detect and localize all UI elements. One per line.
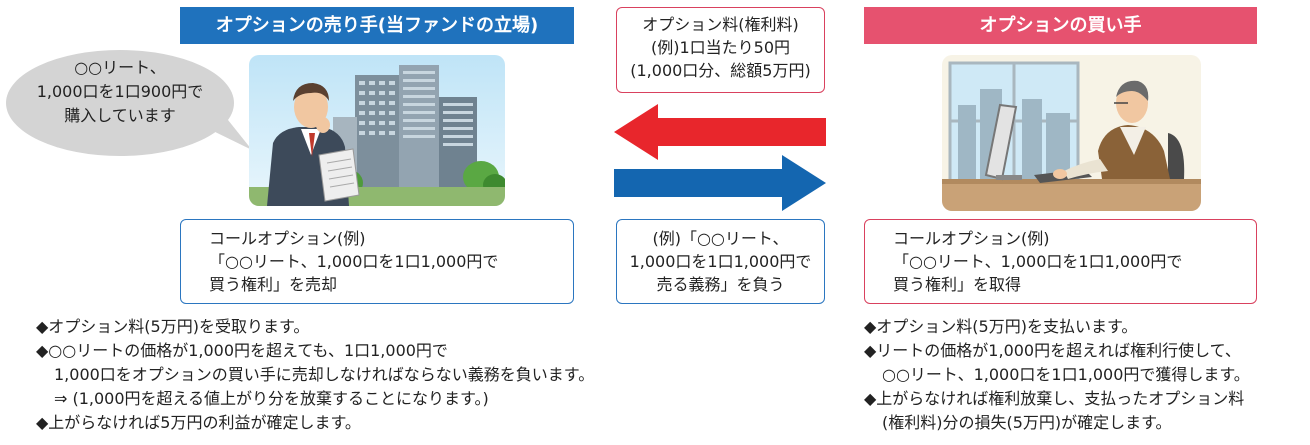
buyer-bullet-2: ◆リートの価格が1,000円を超えれば権利行使して、: [864, 341, 1241, 360]
speech-bubble: ○○リート、 1,000口を1口900円で 購入しています: [2, 48, 252, 168]
premium-line-2: (例)1口当たり50円: [650, 38, 791, 57]
seller-box-line-1: コールオプション(例): [209, 229, 366, 248]
seller-bullet-5: ◆上がらなければ5万円の利益が確定します。: [36, 413, 361, 432]
businessman-with-newspaper-city-illustration: [249, 55, 505, 206]
seller-box-line-2: 「○○リート、1,000口を1口1,000円で: [209, 252, 499, 271]
buyer-box-line-1: コールオプション(例): [893, 229, 1050, 248]
buyer-box-line-3: 買う権利」を取得: [893, 275, 1022, 294]
seller-bullet-2: ◆○○リートの価格が1,000円を超えても、1口1,000円で: [36, 341, 448, 360]
obligation-line-2: 1,000口を1口1,000円で: [629, 252, 812, 271]
speech-line-2: 1,000口を1口900円で: [36, 82, 204, 101]
premium-box: オプション料(権利料) (例)1口当たり50円 (1,000口分、総額5万円): [616, 7, 825, 93]
premium-line-1: オプション料(権利料): [642, 15, 799, 34]
seller-bullet-4: ⇒ (1,000円を超える値上がり分を放棄することになります。): [54, 389, 489, 408]
obligation-line-3: 売る義務」を負う: [656, 275, 785, 294]
speech-line-1: ○○リート、: [74, 58, 166, 77]
speech-bubble-shape: [6, 50, 252, 156]
buyer-bullets: ◆オプション料(5万円)を支払います。 ◆リートの価格が1,000円を超えれば権…: [864, 315, 1309, 435]
seller-call-option-box: コールオプション(例) 「○○リート、1,000口を1口1,000円で 買う権利…: [180, 219, 574, 304]
obligation-line-1: (例)「○○リート、: [652, 229, 789, 248]
obligation-box: (例)「○○リート、 1,000口を1口1,000円で 売る義務」を負う: [616, 219, 825, 304]
seller-bullet-1: ◆オプション料(5万円)を受取ります。: [36, 317, 310, 336]
buyer-bullet-4: ◆上がらなければ権利放棄し、支払ったオプション料: [864, 389, 1245, 408]
seller-illustration: [249, 55, 505, 206]
rights-arrow-right: [614, 155, 826, 211]
buyer-bullet-5: (権利料)分の損失(5万円)が確定します。: [882, 413, 1172, 432]
buyer-header: オプションの買い手: [864, 7, 1257, 44]
buyer-illustration: [942, 55, 1201, 211]
man-at-computer-office-illustration: [942, 55, 1201, 211]
seller-header: オプションの売り手(当ファンドの立場): [180, 7, 574, 44]
seller-bullet-3: 1,000口をオプションの買い手に売却しなければならない義務を負います。: [54, 365, 595, 384]
premium-line-3: (1,000口分、総額5万円): [630, 61, 811, 80]
buyer-box-line-2: 「○○リート、1,000口を1口1,000円で: [893, 252, 1183, 271]
buyer-call-option-box: コールオプション(例) 「○○リート、1,000口を1口1,000円で 買う権利…: [864, 219, 1257, 304]
buyer-bullet-1: ◆オプション料(5万円)を支払います。: [864, 317, 1138, 336]
premium-arrow-left: [614, 104, 826, 160]
seller-box-line-3: 買う権利」を売却: [209, 275, 338, 294]
speech-line-3: 購入しています: [64, 106, 176, 125]
buyer-bullet-3: ○○リート、1,000口を1口1,000円で獲得します。: [882, 365, 1250, 384]
seller-bullets: ◆オプション料(5万円)を受取ります。 ◆○○リートの価格が1,000円を超えて…: [36, 315, 596, 435]
